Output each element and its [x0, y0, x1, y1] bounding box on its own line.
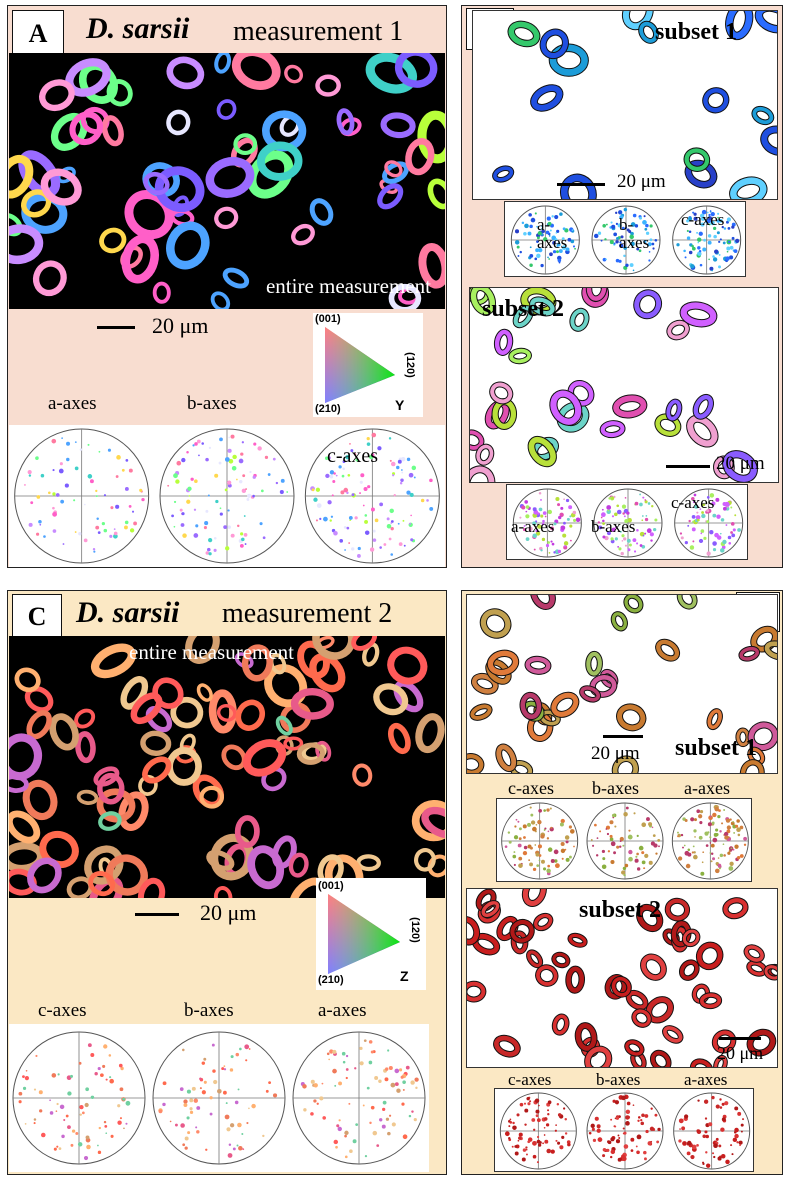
panel-c-key-axis: Z [400, 968, 409, 984]
panel-d-subset2-title: subset 2 [579, 897, 662, 923]
panel-c-species: D. sarsii [76, 596, 180, 629]
panel-a-pf-label-3: c-axes [327, 445, 379, 467]
panel-b-s2-pf-1: a-axes [511, 517, 555, 536]
panel-a-title: measurement 1 [233, 16, 404, 47]
panel-a-scale-label: 20 μm [152, 313, 209, 338]
panel-a-orientation-map: entire measurement [9, 53, 445, 309]
panel-d-subset1-pole-figures [496, 798, 752, 882]
panel-d-subset1-scale-bar [603, 735, 643, 738]
panel-a-ipf-color-key: (001) (210) (120) Y [313, 313, 423, 417]
panel-b-subset2-scale-label: 20 μm [716, 453, 765, 474]
panel-b-s1-pf-3: c-axes [681, 210, 725, 229]
panel-b-subset2-scale-bar [666, 465, 710, 468]
panel-d-subset1-scale-label: 20 μm [591, 743, 640, 764]
panel-c-ipf-color-key: (001) (210) (120) Z [316, 878, 426, 990]
panel-d-subset2-pole-figures [494, 1088, 754, 1172]
panel-c-pf-label-3: a-axes [318, 1000, 367, 1021]
panel-b-s2-pf-3: c-axes [671, 493, 715, 512]
panel-c-pole-figures [9, 1024, 429, 1172]
panel-d-s2-pf-1: c-axes [508, 1070, 552, 1089]
panel-b-subset1-title: subset 1 [655, 19, 738, 45]
panel-a-pf-label-2: b-axes [187, 393, 237, 414]
panel-a-scale-bar [97, 326, 135, 329]
panel-c-pf-label-1: c-axes [38, 1000, 87, 1021]
panel-b-s2-pf-2: b-axes [591, 517, 636, 536]
panel-a-label: A [12, 10, 64, 58]
panel-a-key-bottom: (210) [315, 403, 341, 415]
panel-c-title: measurement 2 [222, 598, 393, 629]
panel-b-subset2-pole-figures: a-axes b-axes c-axes [506, 484, 748, 560]
panel-b-subset2-title: subset 2 [482, 296, 565, 322]
panel-d-subset1-title: subset 1 [675, 735, 758, 761]
panel-c-scale-label: 20 μm [200, 900, 257, 925]
panel-b-subset1-scale-bar [557, 183, 605, 186]
panel-d-s2-pf-2: b-axes [596, 1070, 641, 1089]
panel-d-subset2-map: subset 2 20 μm [466, 888, 778, 1068]
panel-a-pole-figures: c-axes [9, 425, 445, 567]
panel-c-key-top: (001) [318, 880, 344, 892]
panel-b-subset1-pole-figures: a-axes b-axes c-axes [504, 201, 746, 277]
panel-a-key-right: (120) [403, 352, 416, 378]
panel-b-s1-pf-1a: a-axes [537, 215, 568, 252]
panel-a-key-axis: Y [395, 397, 405, 413]
panel-c-key-bottom: (210) [318, 974, 344, 986]
panel-a-pf-label-1: a-axes [48, 393, 97, 414]
panel-c-key-right: (120) [408, 917, 421, 943]
panel-a-species: D. sarsii [86, 12, 190, 45]
panel-c-label: C [12, 594, 62, 640]
panel-d-s1-pf-1: c-axes [508, 778, 554, 798]
panel-a-key-top: (001) [315, 313, 341, 325]
panel-d-s2-pf-3: a-axes [684, 1070, 728, 1089]
panel-d-s1-pf-3: a-axes [684, 778, 730, 798]
panel-c-orientation-map: entire measurement [9, 636, 445, 898]
panel-c-map-label: entire measurement [129, 640, 295, 664]
panel-c-pf-label-2: b-axes [184, 1000, 234, 1021]
panel-d-subset2-scale-bar [719, 1037, 761, 1040]
panel-d-s1-pf-2: b-axes [592, 778, 639, 798]
panel-b-s1-pf-2a: b-axes [619, 215, 650, 252]
panel-a-map-label: entire measurement [265, 274, 431, 298]
panel-d-subset2-scale-label: 20 μm [717, 1043, 764, 1063]
panel-b-subset2-map: subset 2 20 μm [469, 287, 779, 483]
panel-b-subset1-map: subset 1 20 μm [472, 10, 778, 200]
panel-c-scale-bar [135, 913, 179, 916]
panel-d-subset1-map: subset 1 20 μm [466, 594, 778, 774]
panel-b-subset1-scale-label: 20 μm [617, 171, 666, 192]
